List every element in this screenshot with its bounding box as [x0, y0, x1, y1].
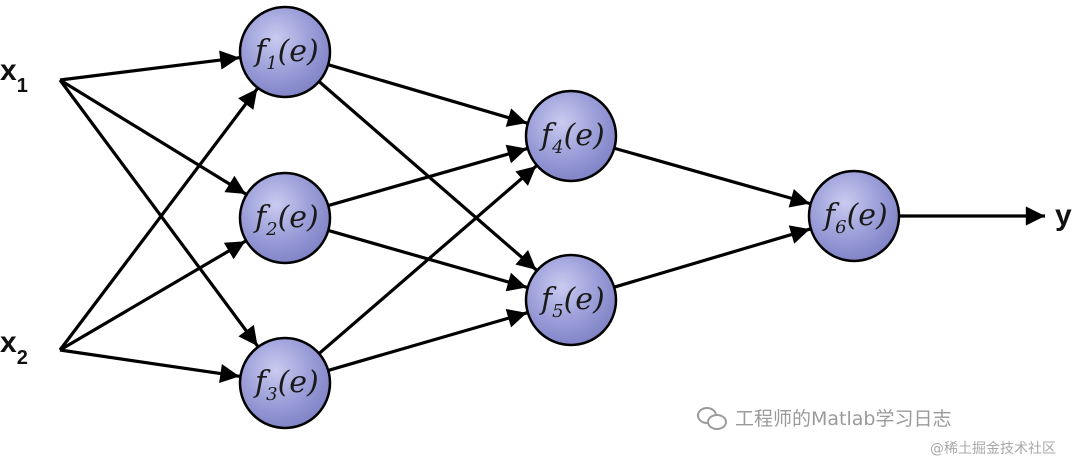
- node-circle: [238, 171, 332, 265]
- node-label: f1(e): [253, 34, 319, 74]
- edge-f3-f5: [327, 308, 528, 372]
- wechat-icon: [697, 406, 727, 430]
- node-label: f6(e): [822, 198, 888, 238]
- node-label: f2(e): [253, 200, 319, 240]
- input-x2: x2: [0, 326, 28, 369]
- watermark-account: 工程师的Matlab学习日志: [697, 404, 951, 431]
- edge-x2-f3: [59, 348, 240, 384]
- watermark-site: @稀土掘金技术社区: [930, 441, 1056, 457]
- edge-f5-f6: [613, 225, 811, 289]
- edge-x1-f3: [58, 79, 259, 348]
- watermark-account-name: 工程师的Matlab学习日志: [735, 408, 952, 430]
- edge-x1-f1: [59, 50, 240, 82]
- edges-layer: [58, 50, 1045, 384]
- node-label: f4(e): [539, 118, 605, 158]
- edge-f2-f4: [327, 144, 528, 208]
- node-f2: f2(e): [238, 171, 332, 265]
- output-y: y: [1055, 199, 1072, 232]
- node-label: f5(e): [539, 282, 605, 322]
- edge-f1-f4: [327, 63, 528, 127]
- node-circle: [524, 253, 618, 347]
- edge-x2-f1: [58, 87, 259, 351]
- edge-f4-f6: [613, 146, 811, 208]
- nodes-layer: f1(e) f2(e) f3(e) f4(e) f5(e) f6(e): [238, 5, 901, 430]
- node-circle: [238, 5, 332, 99]
- node-f6: f6(e): [807, 169, 901, 263]
- node-f5: f5(e): [524, 253, 618, 347]
- node-f3: f3(e): [238, 336, 332, 430]
- node-circle: [238, 336, 332, 430]
- io-layer: x1 x2 y: [0, 54, 1072, 369]
- node-circle: [807, 169, 901, 263]
- node-f1: f1(e): [238, 5, 332, 99]
- edge-x2-f2: [59, 239, 247, 352]
- input-x1: x1: [0, 54, 28, 97]
- node-label: f3(e): [253, 365, 319, 405]
- node-f4: f4(e): [524, 89, 618, 183]
- node-circle: [524, 89, 618, 183]
- edge-x1-f2: [59, 78, 247, 196]
- edge-f3-f4: [318, 164, 538, 355]
